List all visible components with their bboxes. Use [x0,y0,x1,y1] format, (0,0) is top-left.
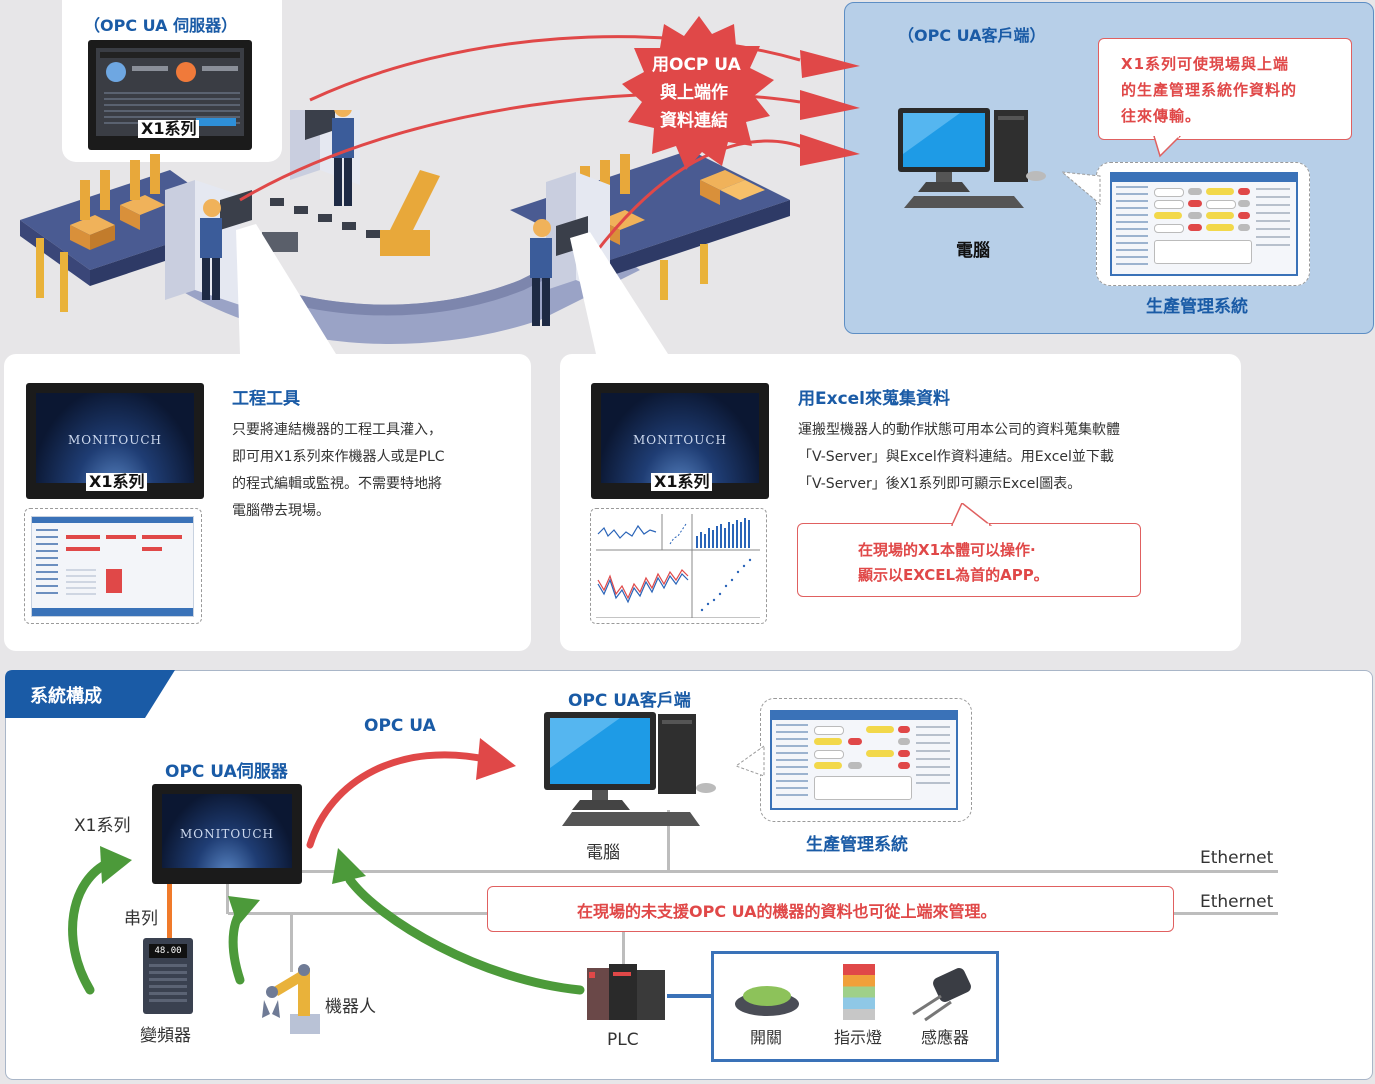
system-hmi[interactable]: MONITOUCH [152,784,302,884]
switch-icon[interactable] [732,978,802,1018]
plc-label: PLC [607,1030,639,1050]
sensor-label: 感應器 [921,1028,970,1047]
ethernet-label-1: Ethernet [1200,848,1274,868]
system-callout-text: 在現場的未支援OPC UA的機器的資料也可從上端來管理。 [577,902,997,921]
mes-tail [1060,171,1101,206]
inverter-icon[interactable]: 48.00 [143,938,193,1014]
system-callout [487,886,1174,932]
sensor-icon[interactable] [905,966,985,1022]
x1-label: X1系列 [74,816,131,836]
inverter-label: 變頻器 [140,1026,191,1046]
excel-callout [797,523,1141,597]
green-arrows [68,846,585,995]
robot-icon[interactable] [258,958,328,1038]
pc-label: 電腦 [956,241,990,261]
robot-label: 機器人 [325,997,376,1017]
callout-tail [1153,136,1182,158]
engineering-tool-title: 工程工具 [232,389,300,409]
excel-callout-tail [950,503,993,527]
system-mes-tail [734,745,765,777]
system-title-tab [5,670,175,718]
plc-drop [622,912,625,972]
left-hmi: MONITOUCH X1系列 [26,383,204,499]
robot-drop [290,912,293,972]
excel-charts [596,514,760,618]
serial-label: 串列 [124,909,158,929]
starburst-badge [622,16,774,170]
client-callout: X1系列可使現場與上端 的生產管理系統作資料的 往來傳輸。 [1098,38,1352,140]
server-drop-1 [226,884,229,914]
indicator-label: 指示燈 [834,1028,883,1047]
starburst-line-2: 與上端作 [660,83,728,103]
server-label: （OPC UA 伺服器） [84,16,238,35]
ethernet-label-2: Ethernet [1200,892,1274,912]
starburst-line-1: 用OCP UA [652,55,741,75]
system-client-label: OPC UA客戶端 [568,691,691,711]
pc-drop [667,810,670,872]
mes-screen [1110,172,1298,276]
engineering-tool-text: 只要將連結機器的工程工具灌入， 即可用X1系列來作機器人或是PLC 的程式編輯或… [232,422,445,519]
pc-icon [898,108,1046,208]
left-screenshot [31,516,194,617]
system-pc-icon[interactable] [540,710,720,830]
system-title: 系統構成 [30,686,102,707]
system-mes-screen [770,710,958,810]
indicator-icon[interactable] [843,964,875,1020]
starburst-line-3: 資料連結 [660,111,728,131]
opcua-arrow [306,738,516,849]
plc-icon[interactable] [585,962,667,1022]
mes-label: 生產管理系統 [1146,297,1248,317]
excel-callout-line-1: 在現場的X1本體可以操作· [858,541,1036,559]
ethernet-line-1 [300,870,1278,873]
plc-io-link [667,994,713,998]
system-pc-label: 電腦 [586,843,620,863]
server-hmi: X1系列 [88,40,252,150]
system-server-label: OPC UA伺服器 [165,762,288,782]
switch-label: 開關 [750,1028,783,1047]
opcua-arrow-label: OPC UA [364,716,436,736]
system-mes-label: 生產管理系統 [806,835,908,855]
client-label: （OPC UA客戶端） [898,26,1046,45]
right-hmi: MONITOUCH X1系列 [591,383,769,499]
io-device-box [711,951,999,1062]
callout-beams [236,224,668,354]
serial-line [167,884,172,940]
excel-text: 運搬型機器人的動作狀態可用本公司的資料蒐集軟體 「V-Server」與Excel… [798,422,1120,492]
excel-title: 用Excel來蒐集資料 [798,389,951,409]
excel-callout-line-2: 顯示以EXCEL為首的APP。 [858,566,1049,584]
